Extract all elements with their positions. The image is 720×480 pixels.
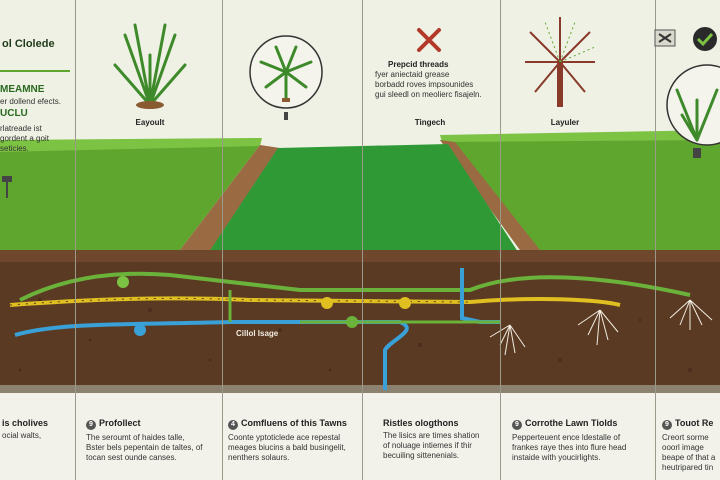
bottom-section-text: frankes raye thes into flure head — [512, 443, 627, 452]
sunburst-icon — [525, 17, 596, 107]
plant-circle-icon — [666, 64, 720, 158]
sprinkler-icon — [2, 176, 12, 198]
section-number-badge: 4 — [228, 420, 238, 430]
section-number-badge: 9 — [662, 420, 672, 430]
caption-col3: Tingech — [414, 118, 446, 127]
bottom-section-text: Pepperteuent ence ldestalle of — [512, 433, 621, 442]
bottom-section-text: The lisics are times shation — [383, 431, 480, 440]
left-panel-rule — [0, 70, 70, 72]
left-panel-text-4: seticies. — [0, 144, 29, 153]
palm-plant-icon — [113, 23, 187, 109]
bottom-section-text: becuiling sittenenials. — [383, 451, 460, 460]
bottom-section-text: meages biucins a bald busingelit, — [228, 443, 346, 452]
bottom-section-text: instaide with youcirlights. — [512, 453, 601, 462]
left-panel-heading-2: UCLU — [0, 108, 28, 119]
bottom-section-1: is cholives ocial walts, — [2, 418, 72, 441]
x-cross-icon — [417, 28, 441, 52]
bottom-section-title: Corrothe Lawn Tiolds — [525, 418, 618, 428]
center-note-title: Prepcid threads — [388, 60, 449, 69]
palm-circle-icon — [249, 35, 323, 120]
bottom-section-title: Profollect — [99, 418, 141, 428]
check-icon — [654, 27, 717, 51]
underground-label: Cillol Isage — [236, 329, 279, 338]
divider-4 — [500, 0, 501, 480]
bottom-section-text: The seroumt of haides talle, — [86, 433, 185, 442]
left-panel-title: ol Clolede — [2, 38, 55, 50]
bottom-section-4: Ristles ologthons The lisics are times s… — [383, 418, 495, 461]
divider-1 — [75, 0, 76, 480]
bottom-section-text: nenthers solaurs. — [228, 453, 290, 462]
bottom-section-title: Touot Re — [675, 418, 714, 428]
bottom-section-title: is cholives — [2, 418, 49, 428]
bottom-section-title: Ristles ologthons — [383, 418, 459, 428]
bottom-section-text: tocan sest ounde canses. — [86, 453, 177, 462]
bottom-section-text: of noluage intiemes if thir — [383, 441, 472, 450]
left-panel-text-1: er dollend efects. — [0, 97, 61, 106]
divider-5 — [655, 0, 656, 480]
caption-col4: Layuler — [550, 118, 580, 127]
left-panel-heading-1: MEAMNE — [0, 84, 45, 95]
section-number-badge: 9 — [512, 420, 522, 430]
center-note-line1: fyer aniectaid grease — [375, 70, 450, 79]
bottom-section-text: Creort sorme — [662, 433, 709, 442]
bottom-section-text: ocial walts, — [2, 431, 42, 440]
center-note-line2: borbadd roves impsounides — [375, 80, 474, 89]
section-number-badge: 9 — [86, 420, 96, 430]
divider-3 — [362, 0, 363, 480]
bottom-section-text: Bster bels pepentain de taltes, of — [86, 443, 203, 452]
bottom-section-title: Comfluens of this Tawns — [241, 418, 347, 428]
bottom-section-text: ooorl image — [662, 443, 704, 452]
left-panel-text-2: rlatreade ist — [0, 124, 42, 133]
bottom-section-text: heutripared tin — [662, 463, 714, 472]
bottom-section-text: Coonte yptoticlede ace repestal — [228, 433, 341, 442]
caption-col1: Eayoult — [135, 118, 165, 127]
center-note-line3: gui sleedl on meolierc fisajeln. — [375, 90, 482, 99]
bottom-section-text: beape of that a — [662, 453, 716, 462]
divider-2 — [222, 0, 223, 480]
left-panel-text-3: gordent a goit — [0, 134, 49, 143]
